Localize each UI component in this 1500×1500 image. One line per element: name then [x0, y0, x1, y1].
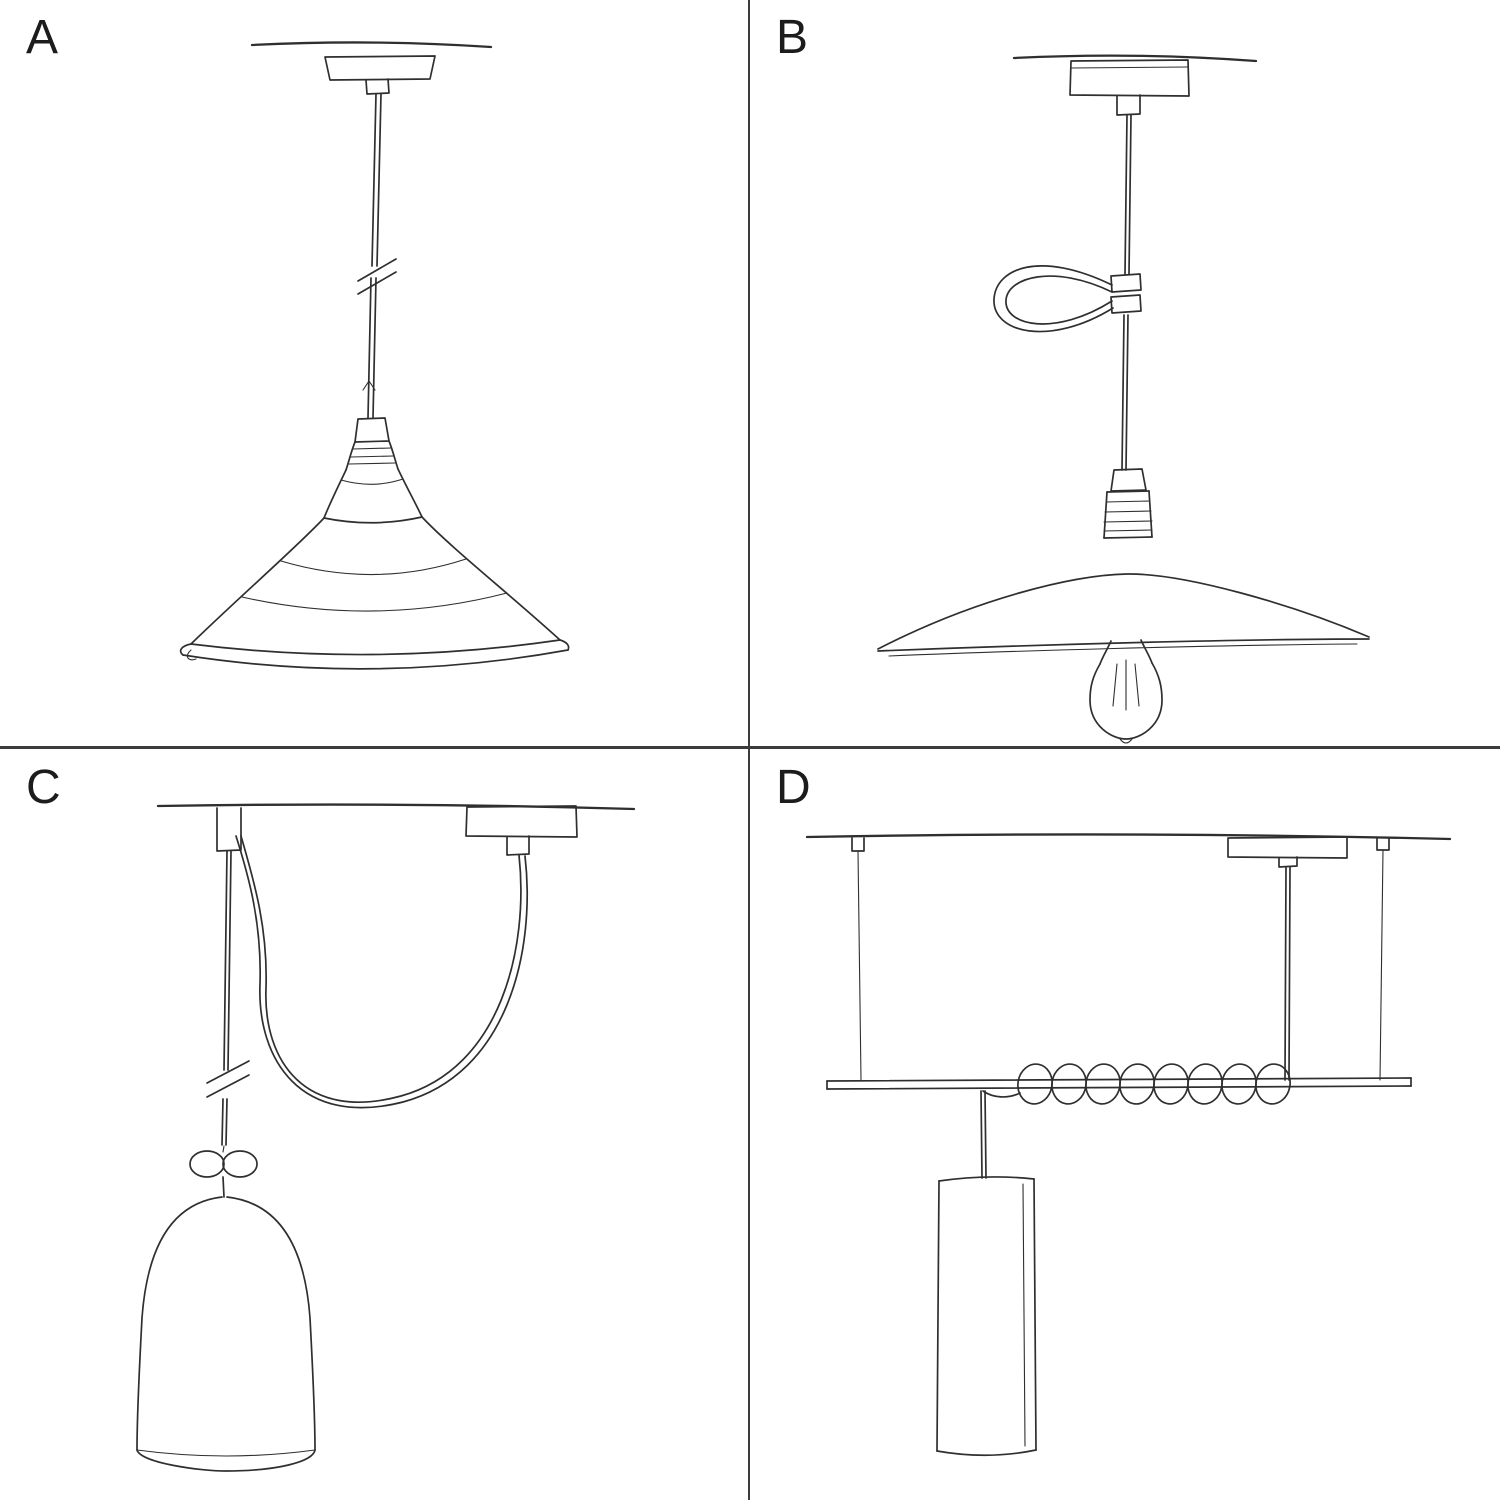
panel-c: C [0, 750, 750, 1500]
ceiling-hook [216, 807, 242, 852]
suspension-wire-right [1376, 837, 1390, 1081]
pendant-cable [362, 93, 382, 419]
pendant-cable [1121, 114, 1132, 471]
suspension-wire-left [851, 837, 865, 1081]
ceiling-rose [324, 55, 436, 95]
drop-cable [980, 1090, 987, 1179]
flat-plate-shade [877, 573, 1370, 657]
ceiling-rose [1227, 836, 1348, 868]
panel-label-d: D [776, 761, 812, 814]
ceiling-line [250, 41, 493, 49]
panel-label-b: B [776, 11, 810, 64]
horizontal-divider [0, 746, 1500, 749]
bell-dome-shade [136, 1196, 316, 1472]
panel-label-a: A [26, 11, 60, 64]
cable-knot [189, 1145, 258, 1198]
sketch-pendant-plate-shade [877, 54, 1370, 744]
cable-coil [982, 1063, 1291, 1105]
cable-hook-loop [993, 265, 1142, 333]
ceiling-line [805, 833, 1452, 841]
industrial-bowl-shade [179, 516, 570, 670]
lamp-holder [323, 417, 423, 524]
sketch-pendant-suspension-bar [805, 833, 1452, 1457]
sketch-pendant-straight-drop [179, 41, 570, 670]
lamp-holder [1103, 468, 1153, 539]
pendant-cable [1284, 866, 1291, 1081]
panel-d: D [750, 750, 1500, 1500]
vertical-divider [748, 0, 750, 1500]
ceiling-line [156, 803, 636, 811]
swag-cable [235, 835, 528, 1109]
cable-break-mark [206, 1060, 250, 1098]
panel-label-c: C [26, 761, 62, 814]
pendant-cable [221, 850, 232, 1146]
ceiling-rose [465, 805, 578, 856]
ceiling-rose [1069, 59, 1190, 116]
cable-break-mark [357, 258, 397, 295]
panel-b: B [750, 0, 1500, 750]
light-bulb [1089, 639, 1163, 744]
tube-shade [936, 1176, 1037, 1457]
sketch-pendant-swag-bell-shade [136, 803, 636, 1472]
panel-a: A [0, 0, 750, 750]
ceiling-line [1012, 54, 1258, 63]
